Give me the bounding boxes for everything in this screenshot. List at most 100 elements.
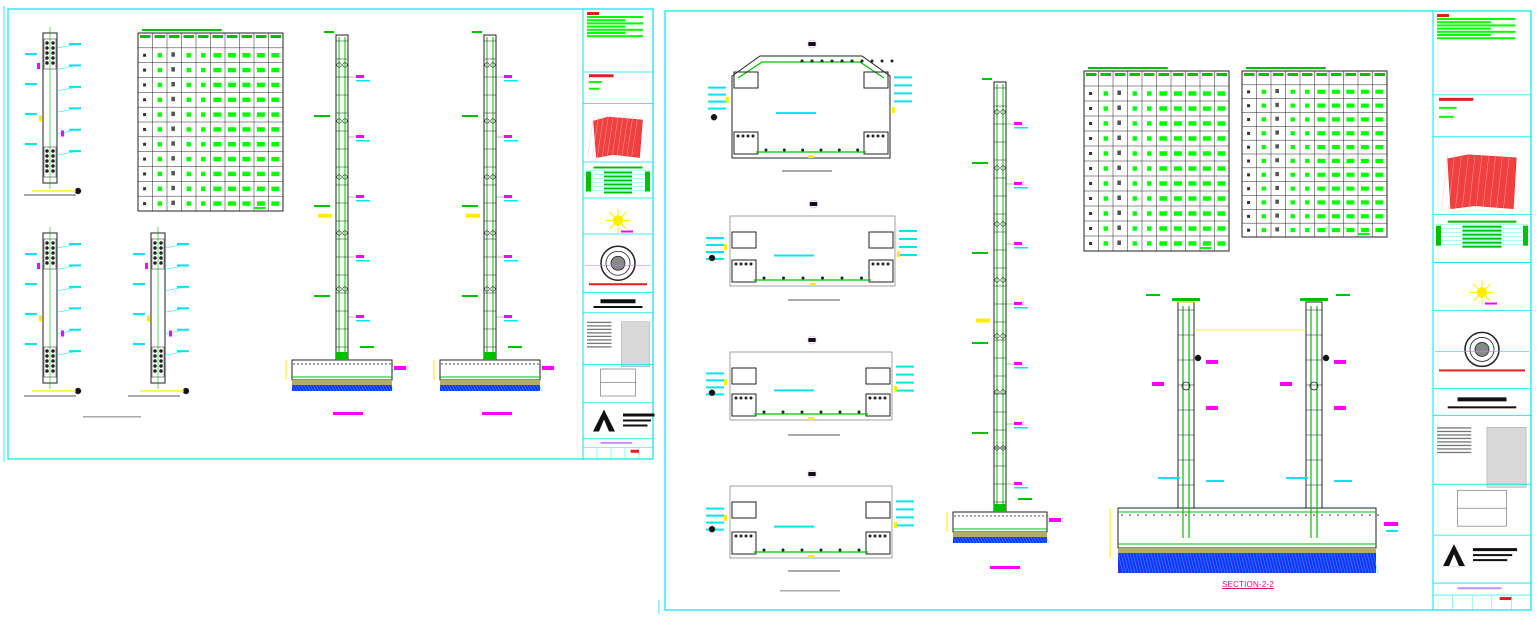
notes-sketch	[621, 321, 650, 367]
caption-underline	[780, 590, 840, 592]
soil-hatch	[463, 384, 468, 392]
soil-hatch	[297, 384, 302, 392]
slab-rebar-dot	[1177, 514, 1179, 516]
caption-underline	[83, 416, 141, 418]
schedule-cell-value	[1261, 172, 1266, 177]
leader-line	[164, 266, 182, 270]
schedule-cell-value	[1202, 211, 1211, 216]
annotation-tag	[61, 130, 64, 137]
rebar-dot	[883, 396, 887, 400]
soil-hatch	[1204, 552, 1211, 574]
soil-hatch	[973, 536, 978, 544]
soil-layer	[953, 537, 1047, 543]
schedule-cell-value	[1147, 166, 1152, 171]
annotation-tag	[1334, 480, 1352, 482]
rebar-callout	[1206, 360, 1218, 364]
rebar-callout-text	[1014, 367, 1028, 369]
schedule-cell-value	[1103, 121, 1108, 126]
soil-hatch	[502, 384, 507, 392]
schedule-cell-value	[201, 186, 206, 191]
lap-marker	[1000, 165, 1006, 171]
key-plan-hatch-line	[602, 116, 609, 158]
schedule-cell-value	[1173, 166, 1182, 171]
schedule-cell-value	[1346, 131, 1355, 136]
schedule-cell-value	[1317, 89, 1326, 94]
section-marker-icon	[809, 202, 818, 206]
kicker	[336, 352, 348, 360]
schedule-header-cell	[1100, 73, 1111, 76]
schedule-cell-value	[1360, 200, 1369, 205]
rebar-dot	[159, 251, 163, 255]
schedule-cell-value	[1202, 136, 1211, 141]
schedule-cell-value	[1202, 121, 1211, 126]
rebar-dot	[45, 256, 49, 260]
soil-hatch	[448, 384, 453, 392]
rebar-callout	[356, 75, 364, 78]
footing-rebar-dot	[385, 363, 387, 365]
schedule-mark	[1247, 201, 1251, 205]
schedule-cell-value	[256, 97, 265, 102]
key-plan-hatch-line	[1441, 154, 1448, 209]
schedule-header-cell	[1287, 73, 1298, 76]
rebar-callout-text	[1014, 247, 1028, 249]
soil-hatch	[1255, 552, 1262, 574]
rebar-callout-text	[504, 320, 518, 322]
slab-rebar-dot	[1145, 514, 1147, 516]
tie-top	[43, 38, 57, 70]
schedule-cell-value	[1159, 241, 1168, 246]
soil-hatch	[970, 536, 975, 544]
soil-hatch	[312, 384, 317, 392]
schedule-cell-value	[1290, 103, 1295, 108]
soil-hatch	[1327, 552, 1334, 574]
footing-rebar-dot	[958, 515, 960, 517]
schedule-cell-value	[1159, 91, 1168, 96]
schedule-cell-value	[186, 127, 191, 132]
soil-hatch	[1294, 552, 1301, 574]
tie-bottom	[151, 346, 165, 378]
schedule-cell-value	[186, 97, 191, 102]
footing-rebar-dot	[337, 363, 339, 365]
soil-hatch	[1150, 552, 1157, 574]
bar-shape-icon	[1117, 240, 1121, 245]
footing-rebar-dot	[1042, 515, 1044, 517]
rebar-dot	[840, 59, 844, 63]
schedule-cell-value	[1331, 172, 1340, 177]
schedule-header-cell	[1273, 73, 1284, 76]
soil-hatch	[1315, 552, 1322, 574]
soil-hatch	[1297, 552, 1304, 574]
box-section-2	[706, 199, 917, 287]
schedule-cell-value	[1290, 117, 1295, 122]
rebar-dot	[859, 276, 863, 280]
title-block-note-line	[587, 35, 643, 38]
schedule-cell-value	[1261, 89, 1266, 94]
bar-shape-icon	[1117, 225, 1121, 230]
slab-rebar-dot	[1321, 514, 1323, 516]
bar-schedule-left	[137, 29, 284, 212]
soil-hatch	[1177, 552, 1184, 574]
schedule-cell-value	[1159, 151, 1168, 156]
schedule-cell-value	[1132, 91, 1137, 96]
title-block-note-line	[587, 25, 626, 28]
wall-outline	[993, 81, 1007, 513]
soil-hatch	[372, 384, 377, 392]
annotation-tag	[809, 283, 816, 286]
rebar-dot	[153, 261, 157, 265]
annotation-tag	[177, 243, 189, 245]
lap-marker	[490, 174, 496, 180]
leader-line	[56, 130, 74, 134]
schedule-cell-value	[1217, 226, 1226, 231]
rebar-dot	[762, 548, 766, 552]
schedule-cell-value	[1331, 117, 1340, 122]
schedule-cell-value	[1103, 136, 1108, 141]
level-tag	[972, 342, 988, 344]
schedule-cell-value	[1375, 186, 1384, 191]
schedule-cell-value	[1375, 158, 1384, 163]
bar-shape-icon	[1117, 210, 1121, 215]
bar-shape-icon	[1275, 144, 1279, 149]
schedule-cell-value	[1147, 121, 1152, 126]
seal-center	[610, 255, 626, 271]
schedule-header-cell	[1258, 73, 1269, 76]
schedule-cell-value	[1202, 241, 1211, 246]
slab-rebar-dot	[1169, 514, 1171, 516]
soil-hatch	[1153, 552, 1160, 574]
